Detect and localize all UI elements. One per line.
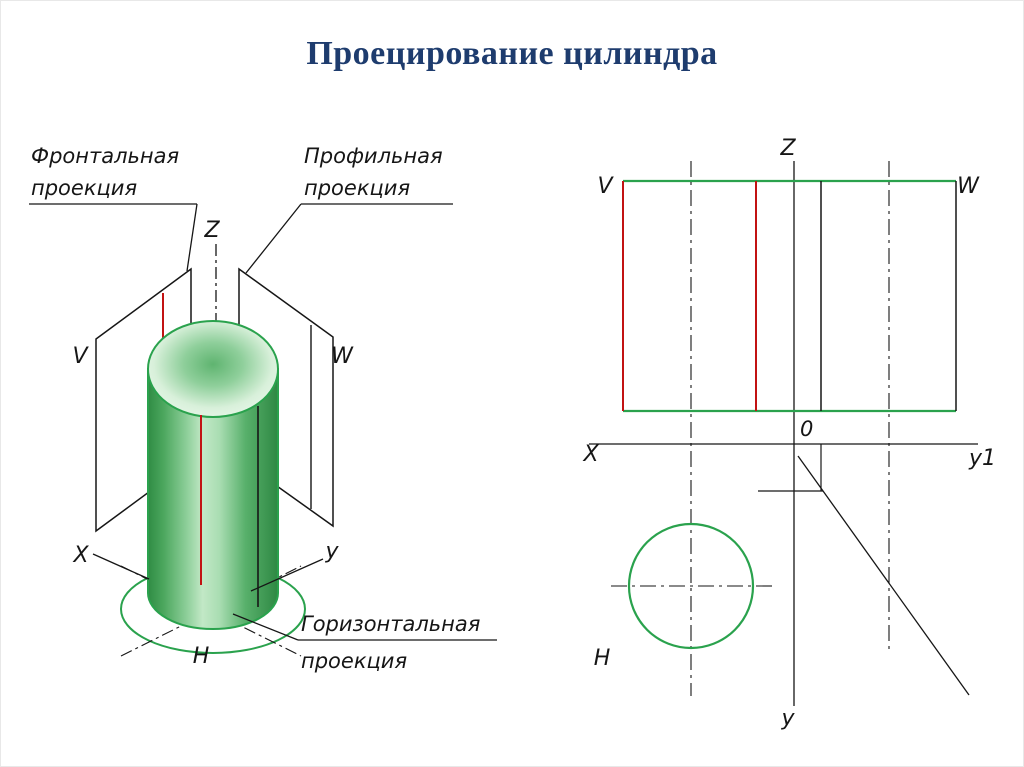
page-title: Проецирование цилиндра: [306, 35, 718, 72]
ortho-x-axis-label: X: [582, 442, 599, 467]
top-view-circle: [627, 522, 755, 650]
ortho-origin-label: 0: [800, 417, 813, 441]
horizontal-callout-leader: [232, 613, 299, 641]
profile-plane-label: W: [331, 344, 354, 369]
profile-callout-line2: проекция: [304, 176, 410, 200]
ortho-v-plane-label: V: [597, 174, 614, 199]
ortho-y-axis-label: у: [780, 706, 795, 731]
frontal-callout-line1: Фронтальная: [31, 144, 179, 168]
frontal-plane-label: V: [72, 344, 89, 369]
ortho-w-plane-label: W: [957, 174, 980, 199]
pictorial-z-axis-label: Z: [203, 218, 220, 243]
pictorial-y-axis-label: у: [324, 539, 339, 564]
ortho-h-plane-label: H: [594, 646, 611, 671]
pictorial-x-axis-label: X: [72, 543, 89, 568]
horizontal-callout-line1: Горизонтальная: [301, 612, 480, 636]
pictorial-x-axis-line: [92, 553, 150, 580]
cylinder-top-face: [147, 320, 279, 418]
pictorial-view: Фронтальная проекция Профильная проекция…: [29, 144, 497, 673]
frontal-callout-line2: проекция: [31, 176, 137, 200]
ortho-z-axis-label: Z: [779, 136, 796, 161]
horizontal-callout-line2: проекция: [301, 649, 407, 673]
ortho-y1-axis-label: у1: [968, 446, 996, 471]
pictorial-h-plane-label: H: [193, 644, 210, 669]
orthographic-view: Z у X у1 0 V W H: [582, 136, 996, 731]
frontal-callout-leader: [186, 203, 198, 272]
cylinder-body: [147, 368, 279, 630]
profile-callout-leader: [245, 203, 302, 274]
miter-transfer-line: [797, 455, 970, 696]
pictorial-y-axis-line: [250, 558, 324, 592]
profile-callout-line1: Профильная: [304, 144, 443, 168]
